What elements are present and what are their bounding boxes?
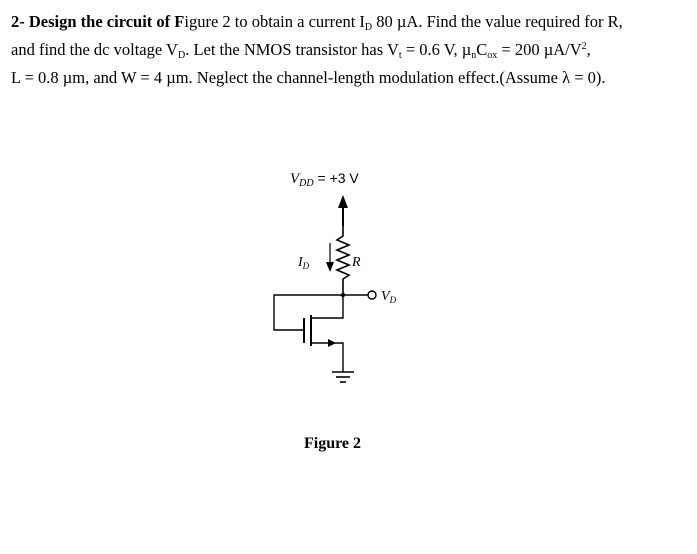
problem-text: C bbox=[476, 40, 488, 59]
id-symbol: I bbox=[297, 255, 304, 270]
r-label: R bbox=[351, 255, 361, 270]
problem-line-2: and find the dc voltage VD. Let the NMOS… bbox=[11, 36, 691, 64]
current-arrow bbox=[326, 243, 334, 272]
supply-arrow bbox=[338, 195, 348, 226]
problem-text: = 200 µA/V bbox=[497, 40, 582, 59]
vdd-symbol: V bbox=[290, 171, 301, 187]
problem-text: . Let the NMOS transistor has V bbox=[185, 40, 399, 59]
vdd-value: = +3 V bbox=[314, 170, 360, 186]
vd-symbol: V bbox=[381, 289, 391, 304]
subscript: n bbox=[471, 50, 477, 61]
subscript: D bbox=[364, 22, 373, 33]
resistor-r bbox=[334, 226, 352, 294]
problem-lead: Design the circuit of F bbox=[24, 12, 185, 31]
subscript: D bbox=[177, 50, 186, 61]
gate-drain-wire bbox=[273, 294, 343, 331]
ground-symbol bbox=[332, 371, 354, 383]
problem-line-1: 2- Design the circuit of Figure 2 to obt… bbox=[11, 8, 691, 36]
problem-text: = 0.6 V, µ bbox=[401, 40, 472, 59]
id-subscript: D bbox=[302, 261, 310, 271]
problem-line-3: L = 0.8 µm, and W = 4 µm. Neglect the ch… bbox=[11, 68, 606, 87]
vdd-label: VDD = +3 V bbox=[290, 170, 359, 189]
problem-text: and find the dc voltage V bbox=[11, 40, 178, 59]
subscript: ox bbox=[487, 50, 498, 61]
superscript: 2 bbox=[581, 41, 587, 52]
vd-label: VD bbox=[381, 289, 397, 305]
id-label: ID bbox=[297, 255, 310, 271]
subscript: t bbox=[398, 50, 402, 61]
vd-subscript: D bbox=[389, 295, 397, 305]
vd-terminal bbox=[367, 290, 377, 300]
problem-statement: 2- Design the circuit of Figure 2 to obt… bbox=[11, 8, 691, 92]
problem-text: , bbox=[586, 40, 591, 59]
nmos-transistor bbox=[303, 295, 344, 372]
problem-number: 2- bbox=[11, 12, 25, 31]
problem-text: 80 µA. Find the value required for R, bbox=[372, 12, 623, 31]
vdd-subscript: DD bbox=[298, 178, 314, 189]
problem-text: igure 2 to obtain a current I bbox=[184, 12, 365, 31]
figure-caption: Figure 2 bbox=[304, 435, 362, 452]
